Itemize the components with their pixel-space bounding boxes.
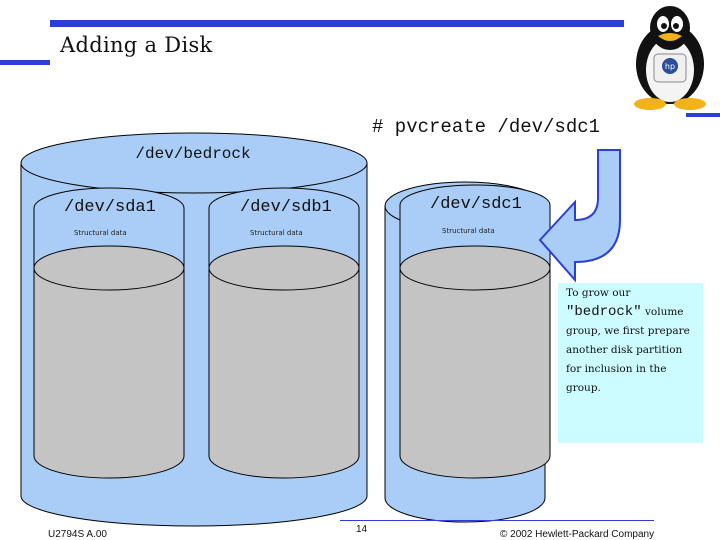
top-accent-bar: [50, 20, 624, 27]
note-suffix: volume group, we first prepare another d…: [566, 306, 690, 394]
copyright: © 2002 Hewlett-Packard Company: [500, 529, 655, 540]
disk-sdc1: [399, 184, 551, 479]
disk-sdb1-label: /dev/sdb1: [240, 198, 332, 217]
left-accent-bar: [0, 60, 50, 65]
disk-sda1: [33, 187, 185, 479]
disk-sdc1-structural: Structural data: [442, 227, 495, 235]
tux-penguin-icon: hp: [634, 6, 706, 110]
curved-arrow-icon: [538, 149, 621, 283]
note-emphasis: "bedrock": [566, 304, 642, 320]
right-accent-bar: [686, 113, 720, 117]
disk-sda1-structural: Structural data: [74, 229, 127, 237]
course-code: U2794S A.00: [48, 529, 107, 540]
disk-sda1-label: /dev/sda1: [64, 198, 156, 217]
volume-group-label: /dev/bedrock: [130, 142, 256, 166]
note-box: [558, 283, 703, 443]
logo-badge-text: hp: [665, 62, 675, 71]
disk-sdb1: [208, 187, 360, 479]
note-text: To grow our "bedrock" volume group, we f…: [566, 284, 696, 398]
command-text: # pvcreate /dev/sdc1: [372, 116, 601, 138]
disk-sdb1-structural: Structural data: [250, 229, 303, 237]
footer-rule: [340, 520, 654, 521]
slide-title: Adding a Disk: [60, 33, 213, 57]
page-number: 14: [356, 524, 368, 535]
disk-sdc1-label: /dev/sdc1: [430, 195, 522, 214]
note-prefix: To grow our: [566, 287, 631, 299]
